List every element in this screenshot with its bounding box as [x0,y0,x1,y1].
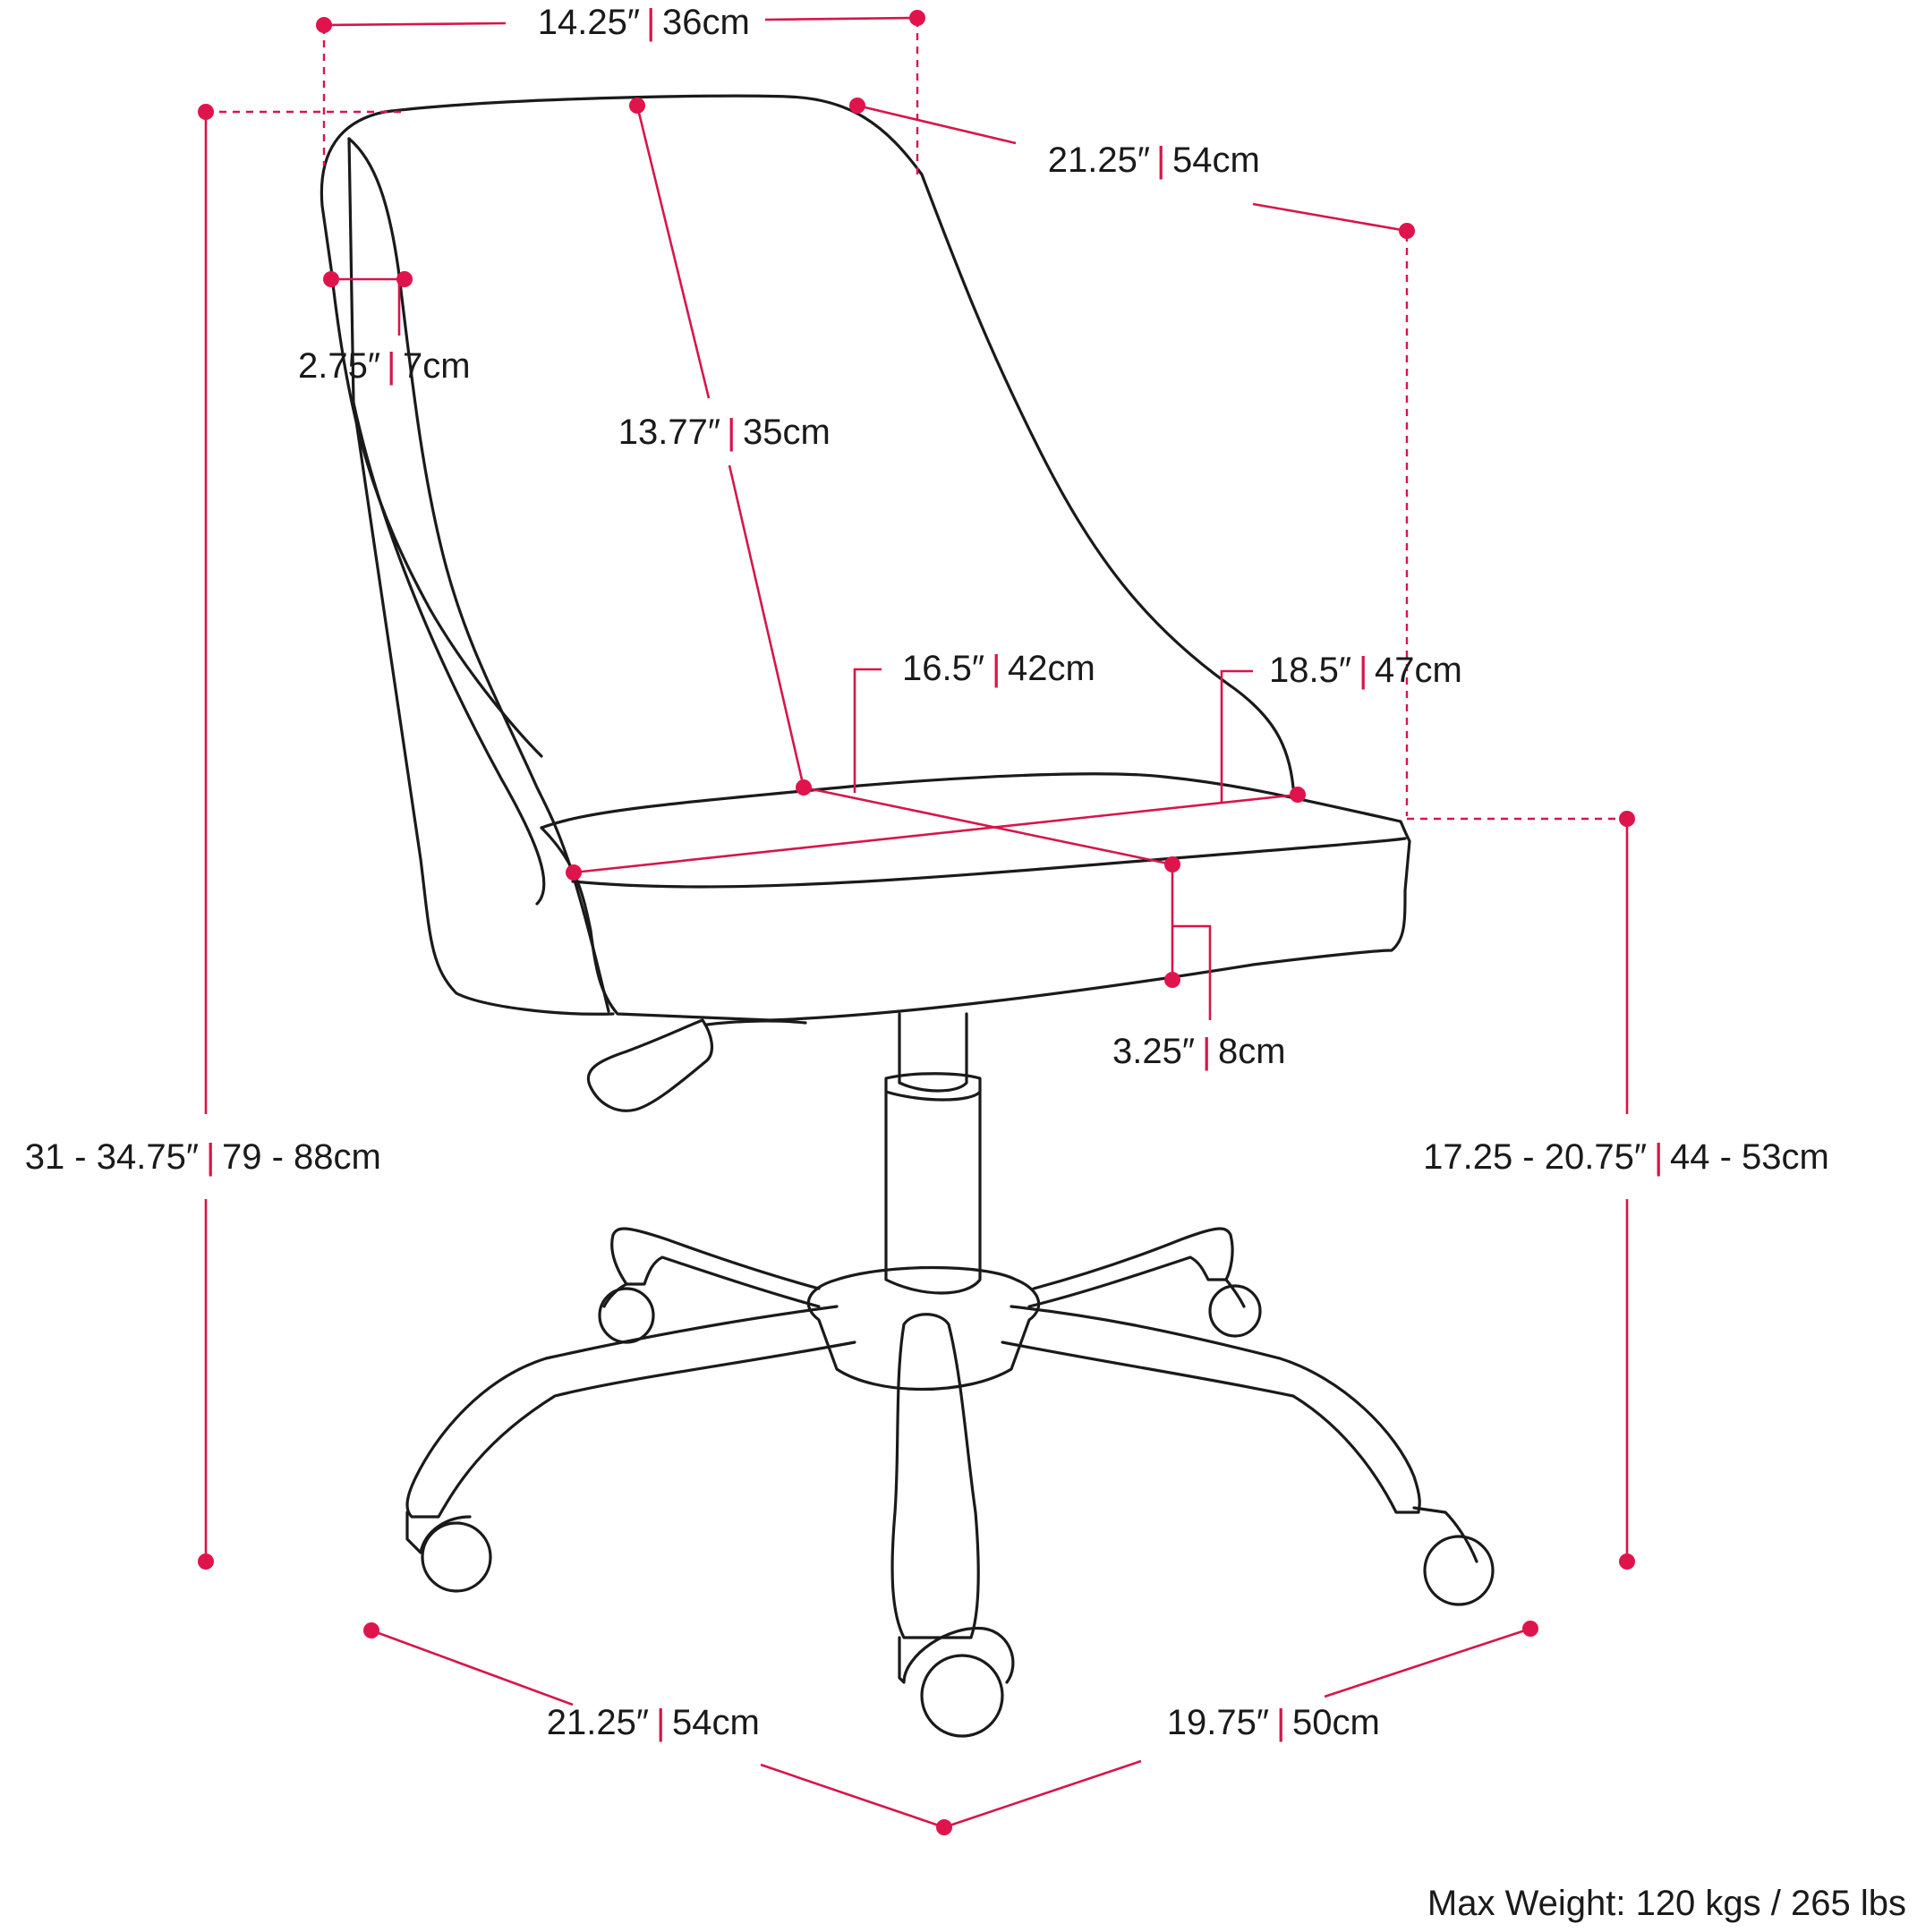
label-seat-height-imperial: 17.25 - 20.75″ [1423,1137,1647,1177]
label-base-width-imperial: 21.25″ [547,1703,649,1742]
backrest-rear-edge [347,137,615,1016]
seat-front-edge [571,837,1407,889]
dim-back-thick-dot-right [396,271,413,287]
label-separator: | [992,649,1001,688]
label-separator: | [656,1703,665,1742]
label-base-depth-metric: 50cm [1292,1703,1380,1742]
label-total-height-imperial: 31 - 34.75″ [25,1137,199,1177]
dim-seat-thick-dot-bottom [1164,972,1180,988]
dim-seat-height-dot-bottom [1619,1553,1635,1570]
dim-total-height-dot-top [198,104,214,120]
height-lever-connector [705,1019,807,1026]
label-separator: | [1202,1032,1211,1071]
label-base-depth-imperial: 19.75″ [1167,1703,1269,1742]
label-back-thick-imperial: 2.75″ [298,346,380,386]
backrest-inner-edge [347,137,610,1013]
caster-right-housing [1412,1506,1478,1563]
label-back-width-imperial: 14.25″ [538,3,640,42]
label-base-width: 21.25″ | 54cm [547,1703,760,1742]
caster-rear-right-wheel [1208,1284,1262,1338]
dim-back-depth-dot-right [1399,223,1415,239]
label-separator: | [1654,1137,1663,1177]
label-back-thick: 2.75″ | 7cm [298,346,471,386]
label-seat-thick: 3.25″ | 8cm [1112,1032,1286,1071]
label-base-depth: 19.75″ | 50cm [1167,1703,1380,1742]
max-weight-label: Max Weight: 120 kgs / 265 lbs [1427,1884,1906,1923]
caster-right-wheel [1423,1535,1495,1606]
caster-left-wheel [421,1521,492,1593]
seat-top [540,772,1402,830]
label-separator: | [1276,1703,1285,1742]
caster-rear-left-wheel [598,1287,655,1344]
dimension-lines [198,10,1635,1835]
caster-front-wheel [920,1654,1004,1738]
label-back-height-imperial: 13.77″ [618,413,720,452]
gas-lift-upper [898,1012,968,1093]
label-seat-width-metric: 47cm [1375,651,1462,690]
label-back-thick-metric: 7cm [403,346,471,386]
label-base-width-metric: 54cm [672,1703,760,1742]
caster-front-housing [898,1626,1015,1684]
label-separator: | [1156,140,1165,180]
label-seat-depth-imperial: 16.5″ [902,649,984,688]
dim-base-depth-dot-right [1522,1621,1538,1637]
caster-left-housing [405,1511,472,1554]
dim-seat-height-dot-top [1619,811,1635,827]
label-separator: | [206,1137,215,1177]
label-back-depth-imperial: 21.25″ [1048,140,1150,180]
label-seat-width-imperial: 18.5″ [1269,651,1351,690]
label-seat-height-metric: 44 - 53cm [1670,1137,1829,1177]
backrest-side-curve [352,401,546,906]
height-lever [586,1018,714,1112]
label-seat-height: 17.25 - 20.75″ | 44 - 53cm [1423,1137,1829,1177]
dim-base-depth-dot-center [936,1819,952,1835]
label-seat-depth-metric: 42cm [1008,649,1095,688]
dim-back-width-dot-right [909,10,925,26]
label-total-height-metric: 79 - 88cm [222,1137,381,1177]
label-seat-thick-metric: 8cm [1218,1032,1286,1071]
caster-rear-left-housing [602,1282,628,1308]
label-back-depth-metric: 54cm [1172,140,1260,180]
base-leg-rear-left [610,1227,821,1308]
dim-back-height-dot-top [629,98,645,114]
seat-front [540,820,1411,1022]
dim-back-width-dot-left [316,17,332,33]
gas-lift-cylinder [884,1090,982,1295]
base-leg-rear-right [1027,1227,1234,1308]
label-total-height: 31 - 34.75″ | 79 - 88cm [25,1137,381,1177]
label-seat-depth: 16.5″ | 42cm [902,649,1095,688]
label-separator: | [727,413,736,452]
dim-seat-width-dot-left [566,864,582,881]
label-separator: | [646,3,655,42]
label-back-width: 14.25″ | 36cm [538,3,750,42]
label-back-width-metric: 36cm [662,3,750,42]
dim-back-thick-dot-left [323,271,339,287]
dim-back-depth-dot-left [849,98,865,114]
dim-seat-width-dot-right [1290,787,1306,803]
label-back-height-metric: 35cm [743,413,831,452]
label-seat-width: 18.5″ | 47cm [1269,651,1462,690]
base-leg-front [890,1313,980,1639]
dimension-labels: 14.25″ | 36cm 21.25″ | 54cm 2.75″ | 7cm … [25,3,1906,1923]
label-separator: | [387,346,396,386]
label-back-height: 13.77″ | 35cm [618,413,831,452]
label-back-depth: 21.25″ | 54cm [1048,140,1260,180]
chair-outline [320,94,1495,1738]
base-leg-right [1001,1305,1421,1514]
label-separator: | [1359,651,1367,690]
base-leg-left [405,1305,856,1519]
dim-base-width-dot-left [363,1622,379,1638]
base-hub [806,1265,1041,1391]
caster-rear-right-housing [1224,1278,1246,1308]
dim-total-height-dot-bottom [198,1553,214,1570]
label-seat-thick-imperial: 3.25″ [1112,1032,1195,1071]
